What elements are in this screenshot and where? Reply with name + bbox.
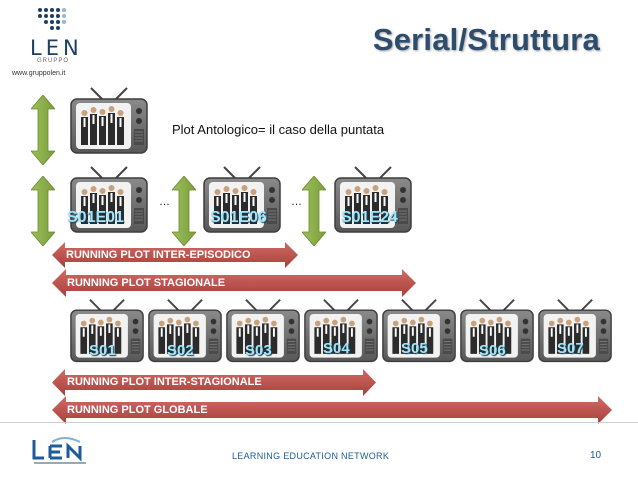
season-tv: S01: [69, 298, 145, 366]
arrow-label: RUNNING PLOT INTER-STAGIONALE: [67, 376, 262, 388]
season-label: S07: [557, 340, 584, 357]
season-tv: S05: [381, 298, 457, 366]
green-double-arrow-icon: [31, 176, 55, 246]
footer-organization: LEARNING EDUCATION NETWORK: [232, 451, 390, 461]
season-label: S05: [401, 340, 428, 357]
logo: [34, 6, 74, 36]
season-tv: S04: [303, 298, 379, 366]
red-double-arrow-inter-stagionale: [52, 369, 376, 396]
red-double-arrow-globale: [52, 396, 612, 424]
season-label: S06: [479, 342, 506, 359]
season-label: S03: [245, 342, 272, 359]
footer-divider: [0, 422, 638, 423]
season-tv: S03: [225, 298, 301, 366]
episode-label: S01E24: [341, 209, 398, 226]
red-double-arrow-inter-episodico: [52, 242, 298, 268]
season-tv: S06: [459, 298, 535, 366]
plot-antologico-text: Plot Antologico= il caso della puntata: [172, 122, 385, 137]
logo-text: LEN: [30, 36, 83, 60]
season-label: S02: [167, 342, 194, 359]
red-double-arrow-stagionale: [52, 269, 416, 297]
episode-tv: S01E01: [67, 166, 149, 236]
green-double-arrow-icon: [31, 95, 55, 165]
page-number: 10: [590, 450, 602, 461]
episode-tv: S01E06: [202, 166, 282, 236]
green-double-arrow-icon: [302, 176, 326, 246]
tv-icon: [69, 87, 149, 157]
season-label: S04: [323, 340, 350, 357]
episode-tv: S01E24: [333, 166, 413, 236]
arrow-label: RUNNING PLOT STAGIONALE: [67, 277, 226, 289]
page-title: Serial/Struttura: [372, 22, 600, 57]
arrow-label: RUNNING PLOT GLOBALE: [67, 404, 208, 416]
ellipsis: …: [159, 196, 171, 208]
arrow-label: RUNNING PLOT INTER-EPISODICO: [66, 249, 251, 261]
episode-label: S01E06: [210, 209, 267, 226]
website-url[interactable]: www.gruppolen.it: [12, 70, 66, 77]
green-double-arrow-icon: [172, 176, 196, 246]
episode-label: S01E01: [67, 209, 124, 226]
season-label: S01: [89, 342, 116, 359]
season-tv: S07: [537, 298, 613, 366]
ellipsis: …: [291, 196, 303, 208]
season-tv: S02: [147, 298, 223, 366]
logo-dots-icon: [38, 8, 66, 30]
footer-logo-icon: [32, 437, 86, 464]
logo-subtitle: GRUPPO: [37, 58, 70, 64]
